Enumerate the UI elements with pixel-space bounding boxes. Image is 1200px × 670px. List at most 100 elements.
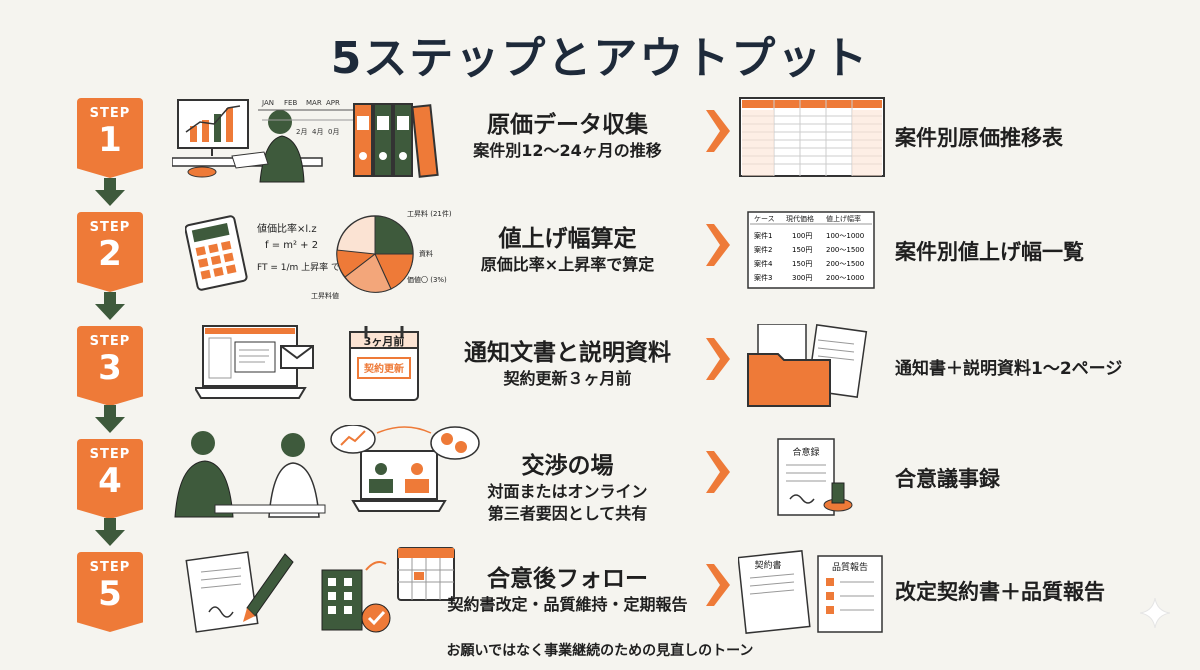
table-cell: 案件1 xyxy=(754,231,772,240)
step-row-1: STEP 1 JAN FEB MAR APR 2月 4月 0月 原価データ収集 … xyxy=(0,97,1200,198)
table-header: 値上げ幅率 xyxy=(826,214,861,223)
step-badge-label: STEP xyxy=(89,220,131,235)
table-cell: 案件3 xyxy=(754,273,772,282)
contract-pen-icon xyxy=(185,551,294,633)
chevron-right-icon xyxy=(706,451,730,493)
step-row-2: STEP 2 値価比率×l.z f = m² + 2 FT = 1/m 上昇率 … xyxy=(0,210,1200,312)
step-description-4: 交渉の場 対面またはオンライン 第三者要因として共有 xyxy=(440,451,695,525)
step-badge-label: STEP xyxy=(89,106,131,121)
formula-line: FT = 1/m 上昇率 で〜方 xyxy=(257,261,358,273)
table-header: ケース xyxy=(754,215,775,223)
step-subtext: 原価比率×上昇率で算定 xyxy=(480,255,655,274)
step-badge-number: 1 xyxy=(98,120,122,160)
chart-month-label: FEB xyxy=(284,99,297,107)
calendar-icon: 3ヶ月前 契約更新 xyxy=(349,326,419,401)
step-badge-number: 3 xyxy=(98,348,122,388)
step-description-5: 合意後フォロー 契約書改定・品質維持・定期報告 xyxy=(440,564,695,616)
contract-report-documents-icon: 契約書 品質報告 xyxy=(738,550,883,634)
step-heading: 値上げ幅算定 xyxy=(498,226,637,252)
laptop-mail-icon xyxy=(195,325,314,399)
document-title: 契約書 xyxy=(754,559,781,571)
table-header: 現代価格 xyxy=(786,214,814,223)
table-cell: 200〜1500 xyxy=(826,260,864,268)
pie-label: 工昇料 (21件) xyxy=(407,210,452,218)
step-badge-3: STEP 3 xyxy=(77,326,143,406)
arrow-down-icon xyxy=(95,178,125,206)
step-subtext: 契約書改定・品質維持・定期報告 xyxy=(447,595,688,614)
step-subtext: 案件別12〜24ヶ月の推移 xyxy=(473,141,662,160)
chevron-right-icon xyxy=(706,338,730,380)
table-cell: 100円 xyxy=(792,232,812,240)
step-badge-number: 2 xyxy=(98,234,122,274)
calendar-stamp-label: 契約更新 xyxy=(364,362,404,375)
step-badge-2: STEP 2 xyxy=(77,212,143,292)
step-row-4: STEP 4 交渉の場 対面またはオンライン 第三者要因として共有 合意録 合意… xyxy=(0,425,1200,539)
step-heading: 原価データ収集 xyxy=(487,112,648,138)
step-subtext: 契約更新３ヶ月前 xyxy=(503,369,632,388)
chart-month-label: 2月 xyxy=(296,128,307,136)
step-output: 改定契約書＋品質報告 xyxy=(895,580,1105,604)
table-cell: 案件4 xyxy=(754,259,773,268)
step-description-2: 値上げ幅算定 原価比率×上昇率で算定 xyxy=(440,224,695,276)
table-cell: 200〜1000 xyxy=(826,274,864,282)
chart-month-label: APR xyxy=(326,99,340,107)
folder-documents-icon xyxy=(747,324,868,407)
step-badge-4: STEP 4 xyxy=(77,439,143,519)
step-output: 案件別値上げ幅一覧 xyxy=(895,240,1084,264)
calculator-formula-illustration: 値価比率×l.z f = m² + 2 FT = 1/m 上昇率 で〜方 工昇料… xyxy=(185,210,452,300)
chart-month-label: JAN xyxy=(261,99,274,107)
arrow-down-icon xyxy=(95,292,125,320)
step-subtext: 第三者要因として共有 xyxy=(487,504,648,523)
footer-note: お願いではなく事業継続のための見直しのトーン xyxy=(446,643,754,659)
arrow-down-icon xyxy=(95,518,125,546)
step-badge-number: 5 xyxy=(98,574,122,614)
step-badge-1: STEP 1 xyxy=(77,98,143,178)
step-heading: 交渉の場 xyxy=(521,453,614,479)
step-output: 通知書＋説明資料1〜2ページ xyxy=(895,359,1123,379)
step-badge-label: STEP xyxy=(89,560,131,575)
table-cell: 案件2 xyxy=(754,245,772,254)
chevron-right-icon xyxy=(706,564,730,606)
step-heading: 通知文書と説明資料 xyxy=(464,340,671,366)
table-cell: 100〜1000 xyxy=(826,232,864,240)
data-analyst-illustration: JAN FEB MAR APR 2月 4月 0月 xyxy=(172,99,358,183)
step-badge-number: 4 xyxy=(98,461,122,501)
chart-month-label: 0月 xyxy=(328,128,339,136)
agreement-document-stamp-icon: 合意録 xyxy=(777,438,853,516)
table-cell: 150円 xyxy=(792,246,812,254)
step-row-3: STEP 3 3ヶ月前 契約更新 通知文書と説明資料 契約更新３ヶ月前 通知書＋… xyxy=(0,324,1200,426)
chevron-right-icon xyxy=(706,224,730,266)
step-subtext: 対面またはオンライン xyxy=(487,482,648,501)
calendar-top-label: 3ヶ月前 xyxy=(364,334,405,348)
step-badge-label: STEP xyxy=(89,447,131,462)
step-badge-label: STEP xyxy=(89,334,131,349)
price-table-icon: ケース 現代価格 値上げ幅率 案件1 100円 100〜1000 案件2 150… xyxy=(747,211,875,289)
negotiation-meeting-illustration xyxy=(174,425,480,518)
formula-line: f = m² + 2 xyxy=(265,240,318,251)
step-description-3: 通知文書と説明資料 契約更新３ヶ月前 xyxy=(440,338,695,390)
chevron-right-icon xyxy=(706,110,730,152)
pie-label: 資料 xyxy=(419,249,433,258)
table-cell: 200〜1500 xyxy=(826,246,864,254)
sparkle-icon xyxy=(1140,598,1170,628)
pie-label: 価値〇 (3%) xyxy=(407,275,447,284)
arrow-down-icon xyxy=(95,405,125,433)
binders-icon xyxy=(353,103,439,178)
step-heading: 合意後フォロー xyxy=(487,566,648,592)
pie-label: 工昇料値 xyxy=(311,291,339,300)
step-badge-5: STEP 5 xyxy=(77,552,143,632)
spreadsheet-icon xyxy=(739,97,885,177)
building-calendar-icon xyxy=(321,547,455,633)
formula-line: 値価比率×l.z xyxy=(257,222,317,235)
page-title: 5ステップとアウトプット xyxy=(330,33,870,84)
chart-month-label: MAR xyxy=(306,99,322,107)
table-cell: 300円 xyxy=(792,274,812,282)
step-row-5: STEP 5 合意後フォロー 契約書改定・品質維持・定期報告 契約書 品質報告 … xyxy=(0,547,1200,652)
chart-month-label: 4月 xyxy=(312,128,323,136)
document-title: 品質報告 xyxy=(832,561,868,573)
document-title: 合意録 xyxy=(792,446,819,458)
table-cell: 150円 xyxy=(792,260,812,268)
step-output: 案件別原価推移表 xyxy=(895,126,1063,150)
step-description-1: 原価データ収集 案件別12〜24ヶ月の推移 xyxy=(440,110,695,162)
step-output: 合意議事録 xyxy=(895,467,1000,491)
